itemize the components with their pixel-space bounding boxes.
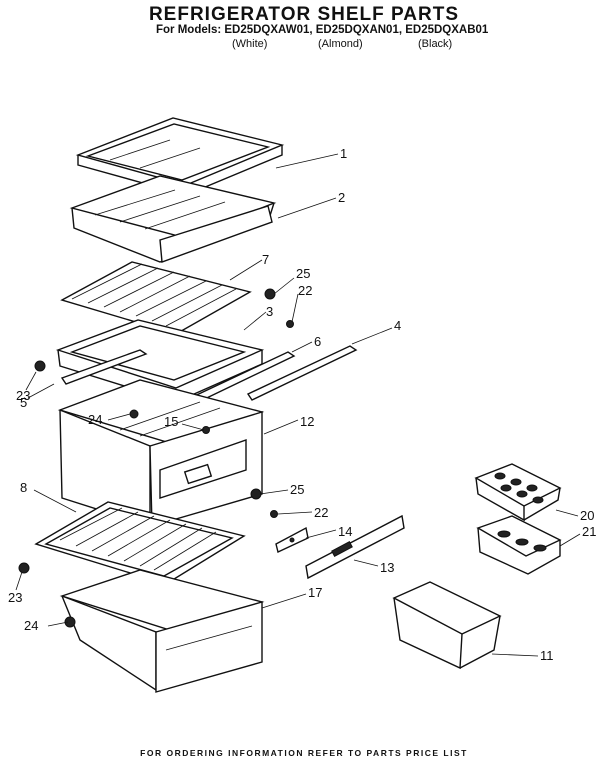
part-cover-frame xyxy=(55,319,265,403)
callout-23-lower: 23 xyxy=(8,590,23,605)
callout-22-lower: 22 xyxy=(314,505,329,520)
callout-23-upper: 23 xyxy=(16,388,31,403)
variant-white: (White) xyxy=(232,38,268,50)
part-wire-shelf xyxy=(60,261,252,335)
callout-20: 20 xyxy=(580,508,595,523)
part-rail-bracket xyxy=(275,514,405,580)
callout-14: 14 xyxy=(338,524,353,539)
callout-21: 21 xyxy=(582,524,597,539)
callout-12: 12 xyxy=(300,414,315,429)
callout-7: 7 xyxy=(262,252,270,267)
part-crisper-drawer xyxy=(57,379,265,527)
part-slide-rails xyxy=(60,345,358,407)
callout-3: 3 xyxy=(266,304,274,319)
callout-4: 4 xyxy=(394,318,402,333)
part-egg-bin xyxy=(474,463,562,575)
part-shelf-frame xyxy=(69,175,277,263)
variant-almond: (Almond) xyxy=(318,38,363,50)
callout-1: 1 xyxy=(340,146,348,161)
ordering-footer: FOR ORDERING INFORMATION REFER TO PARTS … xyxy=(140,748,468,758)
callout-6: 6 xyxy=(314,334,322,349)
callout-24-lower: 24 xyxy=(24,618,39,633)
callout-13: 13 xyxy=(380,560,395,575)
callout-17: 17 xyxy=(308,585,323,600)
callout-25-upper: 25 xyxy=(296,266,311,281)
variant-black: (Black) xyxy=(418,38,453,50)
callout-15: 15 xyxy=(164,414,179,429)
callout-11: 11 xyxy=(540,648,554,663)
part-meat-pan xyxy=(59,569,265,693)
page-title: REFRIGERATOR SHELF PARTS xyxy=(148,4,460,25)
models-line: For Models: ED25DQXAW01, ED25DQXAN01, ED… xyxy=(156,24,489,36)
callout-2: 2 xyxy=(338,190,346,205)
callout-22-upper: 22 xyxy=(298,283,313,298)
callout-25-lower: 25 xyxy=(290,482,305,497)
callout-24-upper: 24 xyxy=(88,412,103,427)
callout-8: 8 xyxy=(20,480,28,495)
part-lower-wire-shelf xyxy=(34,501,246,585)
fasteners xyxy=(18,288,294,628)
leader-lines xyxy=(15,153,581,657)
part-door-bin xyxy=(392,581,502,670)
callout-5: 5 xyxy=(20,395,28,410)
